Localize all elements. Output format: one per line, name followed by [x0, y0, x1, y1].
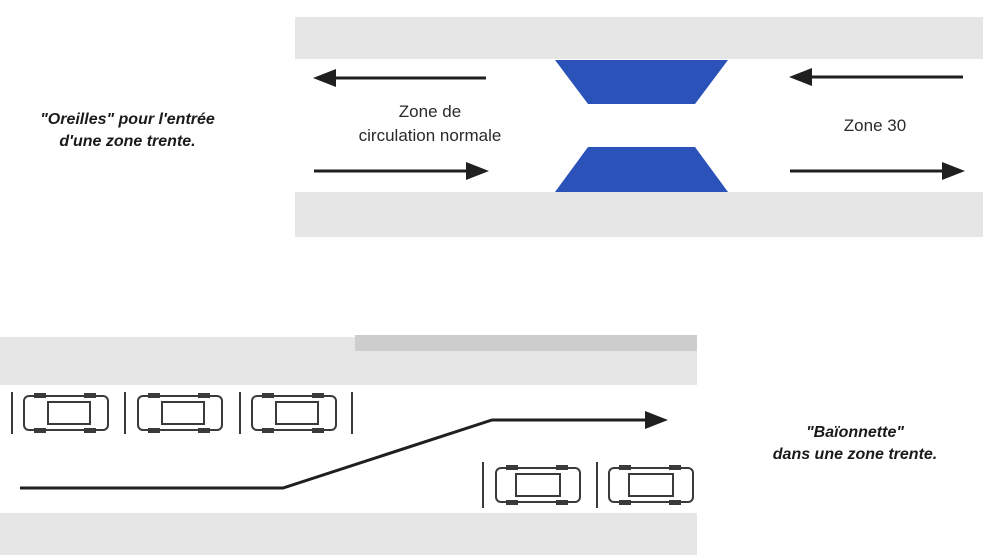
baionnette-caption-line2: dans une zone trente.: [772, 446, 938, 463]
bottom-roadside-band: [295, 192, 983, 237]
parked-car: [608, 465, 694, 505]
parked-car: [137, 393, 223, 433]
zone30-label-text: Zone 30: [843, 116, 907, 135]
arrow-right-bottom: [314, 162, 489, 180]
baionnette-caption-line1: "Baïonnette": [806, 424, 904, 441]
normal-zone-label: Zone de circulation normale: [320, 100, 540, 148]
arrow-left-zone30: [789, 68, 963, 86]
top-roadside-band: [295, 17, 983, 59]
baionnette-diagram: [0, 335, 697, 555]
arrow-left-top: [313, 69, 486, 87]
oreilles-caption: "Oreilles" pour l'entrée d'une zone tren…: [0, 109, 255, 153]
bottom-ear: [555, 147, 728, 192]
parked-car: [251, 393, 337, 433]
parked-car: [23, 393, 109, 433]
zone30-label: Zone 30: [800, 114, 950, 138]
oreilles-caption-line1: "Oreilles" pour l'entrée: [40, 111, 215, 128]
parking-separators: [11, 392, 598, 508]
parked-car: [495, 465, 581, 505]
oreilles-diagram: [295, 17, 983, 237]
baionnette-caption: "Baïonnette" dans une zone trente.: [730, 422, 980, 466]
normal-zone-label-line2: circulation normale: [358, 126, 502, 145]
top-speckle-strip: [355, 335, 697, 351]
oreilles-caption-line2: d'une zone trente.: [59, 133, 196, 150]
bayonet-path: [20, 411, 668, 490]
top-ear: [555, 60, 728, 104]
normal-zone-label-line1: Zone de: [398, 102, 462, 121]
bottom-roadside-band-2: [0, 513, 697, 555]
arrow-right-zone30: [790, 162, 965, 180]
